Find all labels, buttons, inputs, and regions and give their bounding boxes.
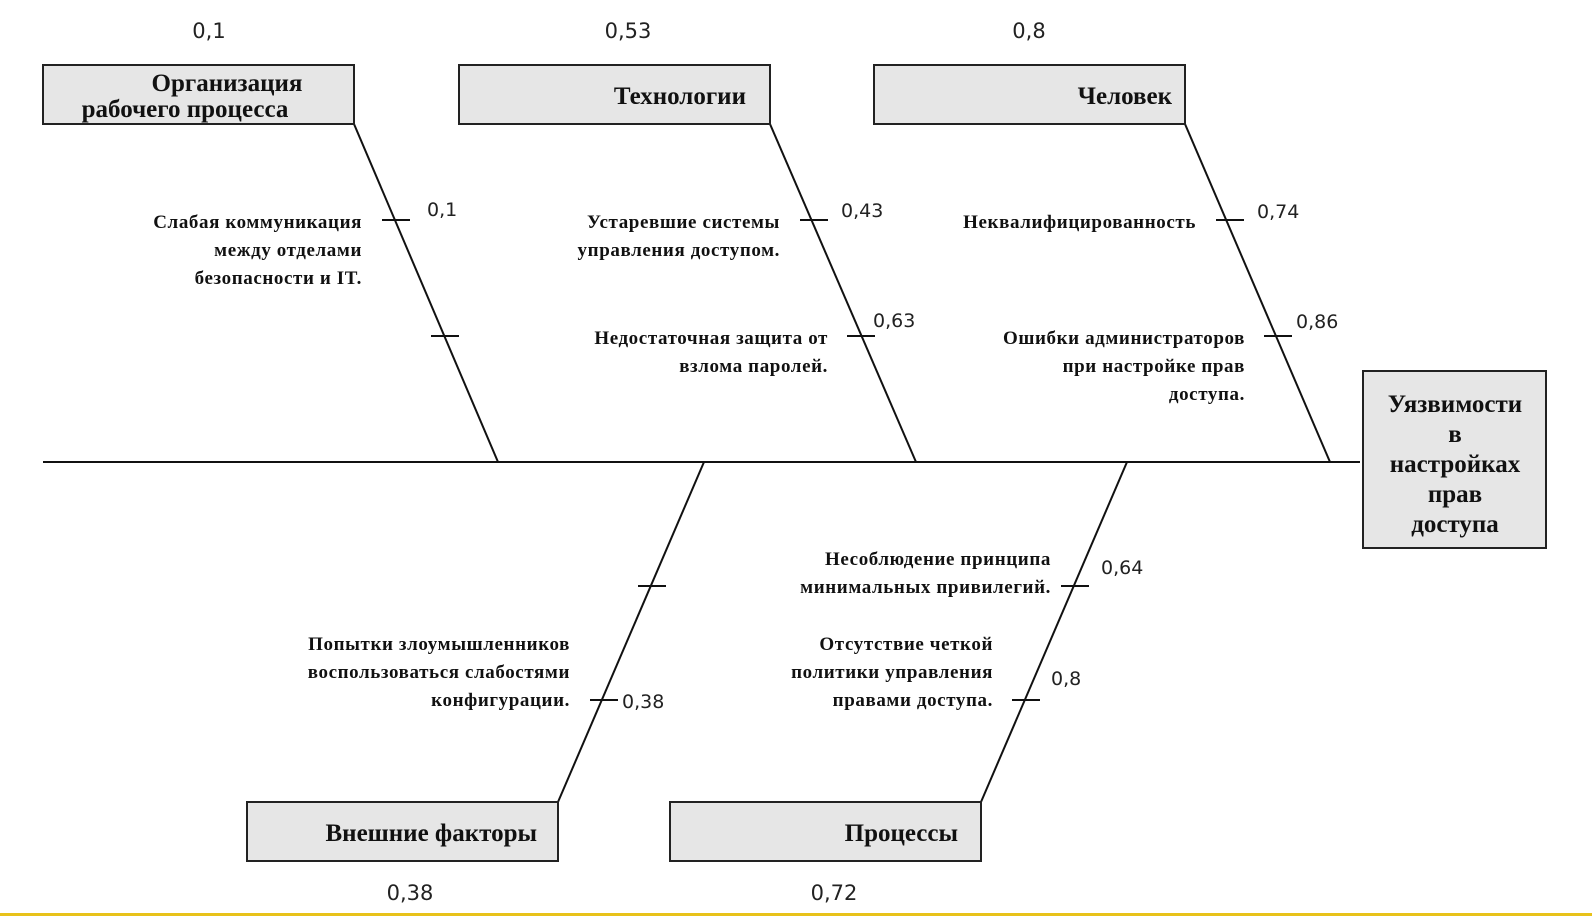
- cause-unqualified: Неквалифицированность 0,74: [963, 201, 1299, 233]
- cause-least-privilege-line-2: минимальных привилегий.: [800, 577, 1051, 598]
- cause-outdated-systems: Устаревшие системы управления доступом. …: [578, 200, 884, 261]
- cause-admin-errors-line-1: Ошибки администраторов: [1003, 328, 1245, 349]
- cause-admin-errors-line-3: доступа.: [1169, 384, 1245, 405]
- category-organization-line-2: рабочего процесса: [82, 96, 289, 123]
- cause-weak-communication-line-3: безопасности и IT.: [195, 268, 362, 289]
- weight-external: 0,38: [387, 881, 434, 905]
- cause-weak-communication-weight: 0,1: [427, 199, 457, 221]
- category-external-label: Внешние факторы: [325, 820, 537, 847]
- cause-least-privilege-line-1: Несоблюдение принципа: [825, 549, 1051, 570]
- cause-admin-errors: Ошибки администраторов при настройке пра…: [1003, 311, 1338, 405]
- category-human: Человек: [873, 64, 1186, 125]
- category-technology-box: [458, 64, 771, 125]
- cause-weak-communication: Слабая коммуникация между отделами безоп…: [153, 199, 457, 289]
- bottom-rule: [0, 913, 1592, 916]
- cause-password-protection-line-2: взлома паролей.: [679, 356, 828, 377]
- bone-external: [557, 461, 705, 803]
- cause-attackers: Попытки злоумышленников воспользоваться …: [308, 634, 665, 713]
- effect-line-2: в: [1448, 421, 1462, 448]
- cause-admin-errors-weight: 0,86: [1296, 311, 1338, 333]
- category-organization-box: [42, 64, 355, 125]
- effect-line-5: доступа: [1411, 511, 1499, 538]
- weight-technology: 0,53: [605, 19, 652, 43]
- cause-outdated-systems-line-1: Устаревшие системы: [587, 212, 780, 233]
- cause-least-privilege: Несоблюдение принципа минимальных привил…: [800, 549, 1143, 598]
- cause-attackers-line-3: конфигурации.: [431, 690, 570, 711]
- cause-no-policy-line-1: Отсутствие четкой: [819, 634, 993, 655]
- bone-technology: [769, 123, 917, 463]
- cause-no-policy: Отсутствие четкой политики управления пр…: [791, 634, 1081, 711]
- cause-outdated-systems-weight: 0,43: [841, 200, 883, 222]
- cause-no-policy-line-3: правами доступа.: [833, 690, 993, 711]
- category-external-box: [246, 801, 559, 862]
- cause-unqualified-line-1: Неквалифицированность: [963, 212, 1196, 233]
- cause-attackers-line-1: Попытки злоумышленников: [308, 634, 570, 655]
- cause-no-policy-line-2: политики управления: [791, 662, 993, 683]
- cause-weak-communication-line-2: между отделами: [214, 240, 362, 261]
- cause-password-protection: Недостаточная защита от взлома паролей. …: [594, 310, 915, 377]
- category-human-box: [873, 64, 1186, 125]
- category-organization-line-1: Организация: [152, 70, 303, 97]
- category-processes-box: [669, 801, 982, 862]
- bone-human: [1184, 123, 1331, 463]
- bone-organization: [353, 123, 499, 463]
- weight-organization: 0,1: [192, 19, 225, 43]
- category-processes-label: Процессы: [845, 820, 958, 847]
- category-technology-label: Технологии: [614, 83, 746, 110]
- category-processes: Процессы: [669, 801, 982, 862]
- weight-human: 0,8: [1012, 19, 1045, 43]
- cause-attackers-weight: 0,38: [622, 691, 664, 713]
- cause-unqualified-weight: 0,74: [1257, 201, 1299, 223]
- cause-least-privilege-weight: 0,64: [1101, 557, 1143, 579]
- effect-head: Уязвимости в настройках прав доступа: [1362, 370, 1547, 549]
- category-organization: Организация рабочего процесса: [42, 64, 355, 125]
- effect-line-3: настройках: [1390, 451, 1521, 478]
- category-external: Внешние факторы: [246, 801, 559, 862]
- cause-admin-errors-line-2: при настройке прав: [1063, 356, 1245, 377]
- cause-password-protection-weight: 0,63: [873, 310, 915, 332]
- cause-attackers-line-2: воспользоваться слабостями: [308, 662, 570, 683]
- effect-line-4: прав: [1428, 481, 1482, 508]
- category-technology: Технологии: [458, 64, 771, 125]
- bone-processes: [980, 461, 1128, 803]
- effect-box: [1362, 370, 1547, 549]
- cause-outdated-systems-line-2: управления доступом.: [578, 240, 780, 261]
- category-human-label: Человек: [1078, 83, 1173, 110]
- cause-no-policy-weight: 0,8: [1051, 668, 1081, 690]
- effect-line-1: Уязвимости: [1388, 391, 1522, 418]
- weight-processes: 0,72: [811, 881, 858, 905]
- cause-password-protection-line-1: Недостаточная защита от: [594, 328, 828, 349]
- cause-weak-communication-line-1: Слабая коммуникация: [153, 212, 362, 233]
